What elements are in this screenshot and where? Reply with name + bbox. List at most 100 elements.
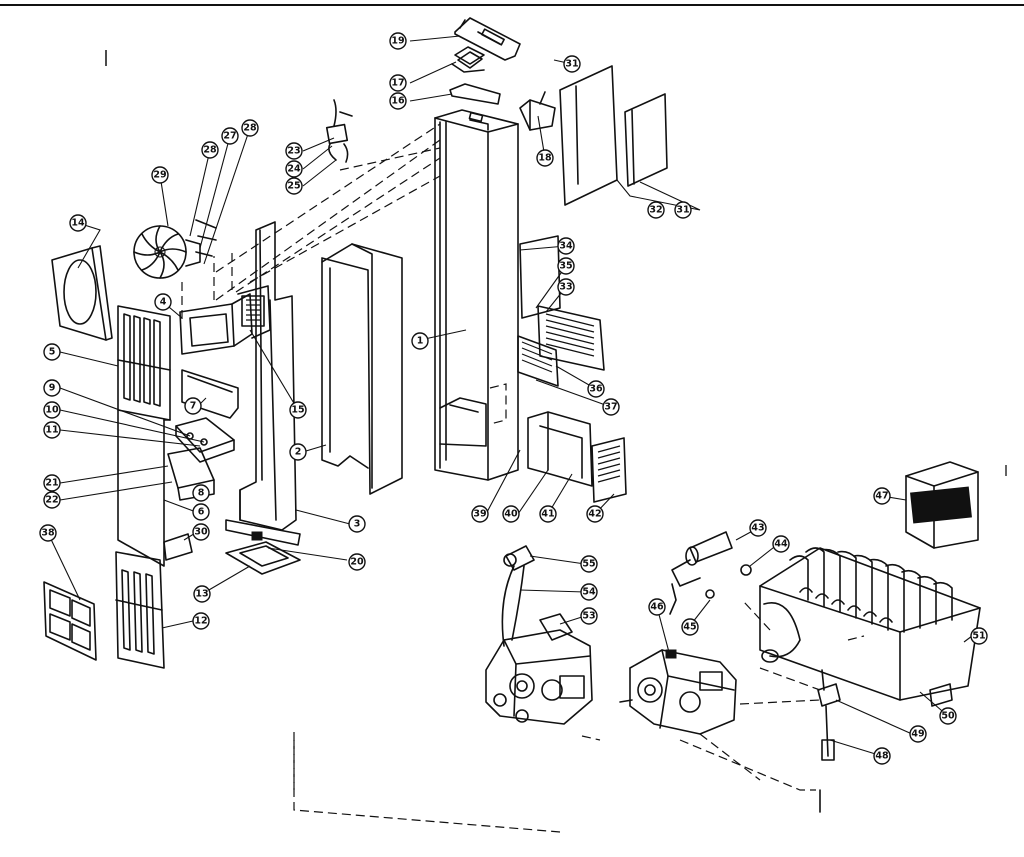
callout-label: 37	[604, 402, 617, 413]
louver-b	[537, 305, 605, 371]
heat-exchanger	[759, 547, 981, 707]
flange-ring	[51, 245, 113, 341]
callout-35: 35	[557, 257, 575, 275]
callout-3: 3	[348, 515, 366, 533]
callout-label: 24	[287, 164, 301, 175]
callout-label: 13	[195, 589, 208, 600]
gas-valve-right	[619, 649, 737, 735]
callout-6: 6	[192, 503, 210, 521]
callout-label: 40	[504, 509, 518, 520]
callout-12: 12	[192, 612, 210, 630]
callout-11: 11	[43, 421, 61, 439]
callout-label: 38	[41, 528, 55, 539]
channel-panel	[321, 243, 403, 495]
callout-label: 51	[972, 631, 985, 642]
callout-label: 19	[391, 36, 404, 47]
callout-label: 54	[582, 587, 596, 598]
callout-20: 20	[348, 553, 366, 571]
callout-30: 30	[192, 523, 210, 541]
callout-label: 28	[243, 123, 257, 134]
callout-34: 34	[557, 237, 575, 255]
gas-valve-left	[485, 613, 593, 725]
callout-33: 33	[557, 278, 575, 296]
callout-28a: 28	[201, 141, 219, 159]
callout-7: 7	[184, 397, 202, 415]
callout-label: 22	[45, 495, 58, 506]
callout-label: 8	[198, 488, 205, 499]
callout-25: 25	[285, 177, 303, 195]
small-strip	[163, 533, 193, 561]
callout-label: 25	[287, 181, 300, 192]
callout-31b: 31	[674, 201, 692, 219]
callout-1: 1	[411, 332, 429, 350]
callout-38: 38	[39, 524, 57, 542]
callout-label: 50	[941, 711, 955, 722]
callout-label: 34	[559, 241, 573, 252]
callout-label: 46	[650, 602, 664, 613]
callout-label: 18	[538, 153, 552, 164]
callout-2: 2	[289, 443, 307, 461]
cap-collar	[449, 83, 501, 105]
callout-53: 53	[580, 607, 598, 625]
callout-15: 15	[289, 401, 307, 419]
side-bracket	[519, 91, 556, 131]
callout-label: 48	[875, 751, 889, 762]
grille-upper	[117, 305, 171, 421]
blower-housing	[179, 285, 271, 355]
callout-label: 21	[45, 478, 58, 489]
callout-label: 28	[203, 145, 217, 156]
grille-lower	[115, 551, 165, 669]
callout-43: 43	[749, 519, 767, 537]
callout-label: 14	[71, 218, 85, 229]
callout-22: 22	[43, 491, 61, 509]
callout-label: 30	[194, 527, 208, 538]
front-panel	[117, 409, 171, 567]
limit-switch	[325, 99, 353, 163]
callout-label: 6	[198, 507, 205, 518]
callout-19: 19	[389, 32, 407, 50]
callout-42: 42	[586, 505, 604, 523]
callout-label: 27	[223, 131, 236, 142]
callout-label: 33	[559, 282, 572, 293]
callout-label: 12	[194, 616, 207, 627]
callout-label: 3	[354, 519, 361, 530]
callout-label: 49	[911, 729, 924, 740]
callout-4: 4	[154, 293, 172, 311]
callout-50: 50	[939, 707, 957, 725]
callout-44: 44	[772, 535, 790, 553]
callout-54: 54	[580, 583, 598, 601]
callout-label: 29	[153, 170, 166, 181]
top-vent-cap	[454, 17, 521, 61]
callout-label: 1	[417, 336, 424, 347]
callout-label: 45	[683, 622, 696, 633]
callout-37: 37	[602, 398, 620, 416]
leader-lines	[47, 35, 973, 757]
access-door	[181, 369, 239, 419]
callout-31a: 31	[563, 55, 581, 73]
callout-32: 32	[647, 201, 665, 219]
callout-28b: 28	[241, 119, 259, 137]
cap-gasket	[451, 46, 485, 73]
burner-shelf	[175, 417, 235, 463]
callout-label: 36	[589, 384, 603, 395]
callout-21: 21	[43, 474, 61, 492]
callout-16: 16	[389, 92, 407, 110]
callout-18: 18	[536, 149, 554, 167]
thermocouple	[501, 545, 535, 647]
rating-plate-box	[905, 461, 979, 549]
callout-24: 24	[285, 160, 303, 178]
callout-label: 2	[295, 447, 302, 458]
callout-40: 40	[502, 505, 520, 523]
callout-label: 31	[676, 205, 689, 216]
base-plate	[225, 531, 301, 575]
callout-label: 44	[774, 539, 788, 550]
callout-label: 17	[391, 78, 404, 89]
callout-label: 55	[582, 559, 595, 570]
callout-label: 16	[391, 96, 405, 107]
pilot-tube	[669, 531, 752, 615]
callout-label: 41	[541, 509, 554, 520]
callout-label: 35	[559, 261, 572, 272]
fan-wheel	[133, 219, 217, 279]
callout-8: 8	[192, 484, 210, 502]
